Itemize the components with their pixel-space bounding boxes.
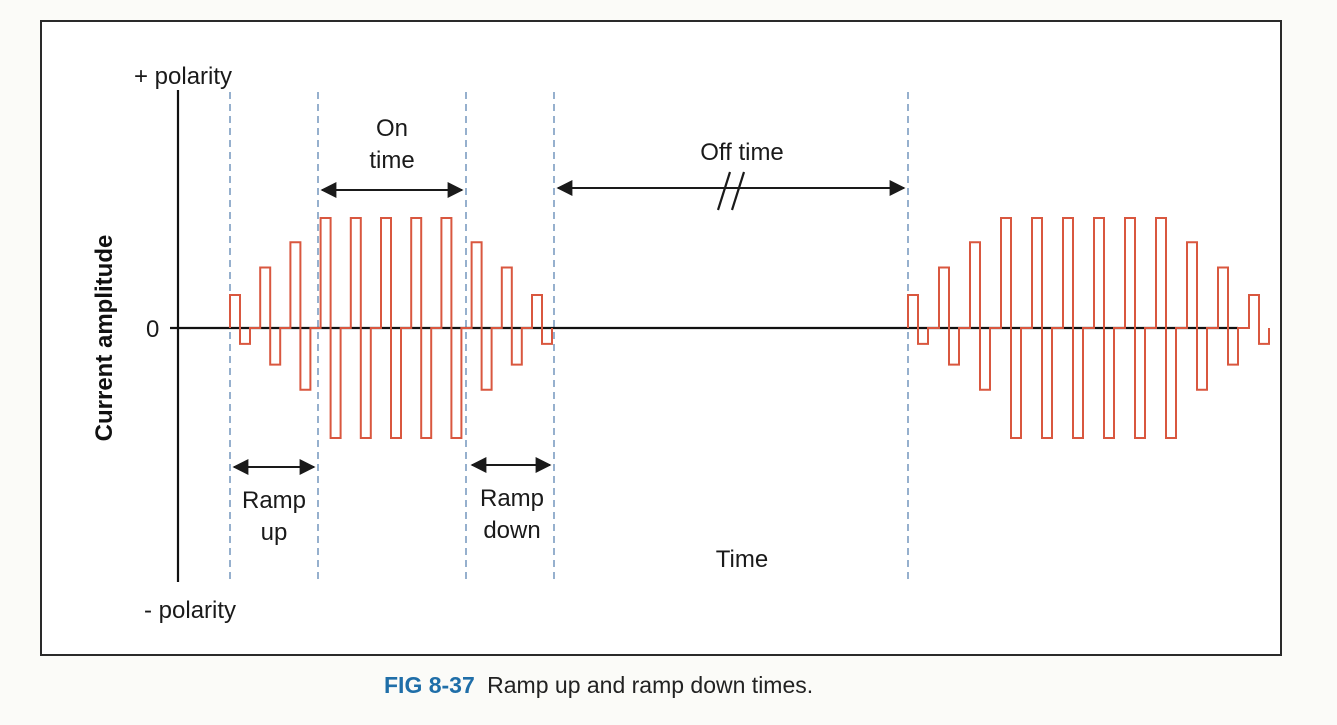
axis-break-mark <box>716 171 746 211</box>
pulse-train-2 <box>907 217 1270 439</box>
figure-number: FIG 8-37 <box>384 672 475 698</box>
waveform-diagram: + polarity - polarity 0 Current amplitud… <box>91 63 1270 624</box>
minus-polarity-label: - polarity <box>144 597 236 624</box>
on-time-label-line1: On <box>376 115 408 142</box>
ramp-down-label-line2: down <box>483 517 540 544</box>
plus-polarity-label: + polarity <box>134 63 232 90</box>
time-label: Time <box>716 546 768 573</box>
figure-frame: + polarity - polarity 0 Current amplitud… <box>40 20 1282 656</box>
figure-caption-text: Ramp up and ramp down times. <box>487 672 814 698</box>
zero-label: 0 <box>146 316 159 343</box>
y-axis-label: Current amplitude <box>91 235 118 442</box>
timing-guides <box>229 92 909 580</box>
on-time-label-line2: time <box>369 147 414 174</box>
ramp-up-label-line2: up <box>261 519 288 546</box>
figure-caption: FIG 8-37 Ramp up and ramp down times. <box>384 672 813 699</box>
pulse-train-1 <box>229 217 553 439</box>
ramp-down-label-line1: Ramp <box>480 485 544 512</box>
ramp-up-label-line1: Ramp <box>242 487 306 514</box>
off-time-label: Off time <box>700 139 784 166</box>
